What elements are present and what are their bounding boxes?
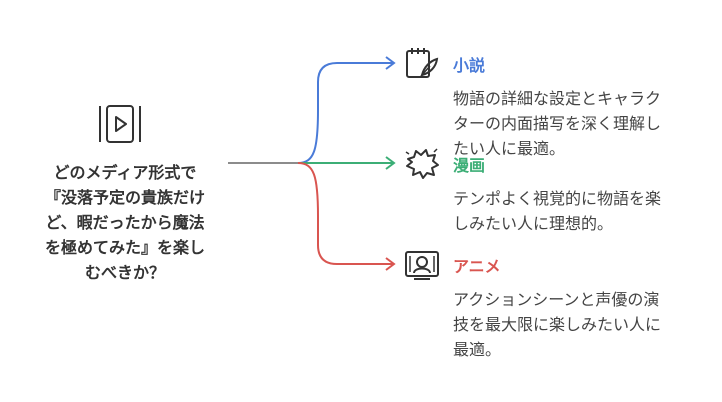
branch-desc-anime: アクションシーンと声優の演 技を最大限に楽しみたい人に 最適。 <box>453 287 661 362</box>
question-line: 『没落予定の貴族だけ <box>44 188 205 207</box>
branch-title-novel: 小説 <box>453 56 486 75</box>
connector-anime-arrow <box>385 257 396 271</box>
branch-desc-manga: テンポよく視覚的に物語を楽 しみたい人に理想的。 <box>453 186 661 236</box>
question-line: どのメディア形式で <box>53 163 197 182</box>
video-play-icon <box>98 102 142 146</box>
desc-line: 最適。 <box>453 340 502 359</box>
connector-novel <box>297 62 394 164</box>
notepad-pen-icon <box>404 45 440 81</box>
speech-burst-icon <box>404 145 440 181</box>
desc-line: 技を最大限に楽しみたい人に <box>453 315 662 334</box>
desc-line: 物語の詳細な設定とキャラク <box>453 89 662 108</box>
desc-line: たい人に最適。 <box>453 139 566 158</box>
branch-desc-novel: 物語の詳細な設定とキャラク ターの内面描写を深く理解し たい人に最適。 <box>453 86 661 161</box>
question-line: を極めてみた』を楽し <box>44 238 205 257</box>
desc-line: テンポよく視覚的に物語を楽 <box>453 189 662 208</box>
connector-manga-arrow <box>385 156 396 170</box>
connector-novel-arrow <box>385 56 396 70</box>
question-line: ど、暇だったから魔法 <box>45 213 205 232</box>
branch-title-anime: アニメ <box>453 257 501 276</box>
question-text: どのメディア形式で 『没落予定の貴族だけ ど、暇だったから魔法 を極めてみた』を… <box>20 160 230 285</box>
desc-line: ターの内面描写を深く理解し <box>453 114 662 133</box>
branch-title-manga: 漫画 <box>453 156 486 175</box>
desc-line: アクションシーンと声優の演 <box>453 290 660 309</box>
question-line: むべきか？ <box>84 263 165 282</box>
connector-anime <box>297 162 394 265</box>
desc-line: しみたい人に理想的。 <box>453 214 614 233</box>
tv-screen-icon <box>404 246 440 282</box>
